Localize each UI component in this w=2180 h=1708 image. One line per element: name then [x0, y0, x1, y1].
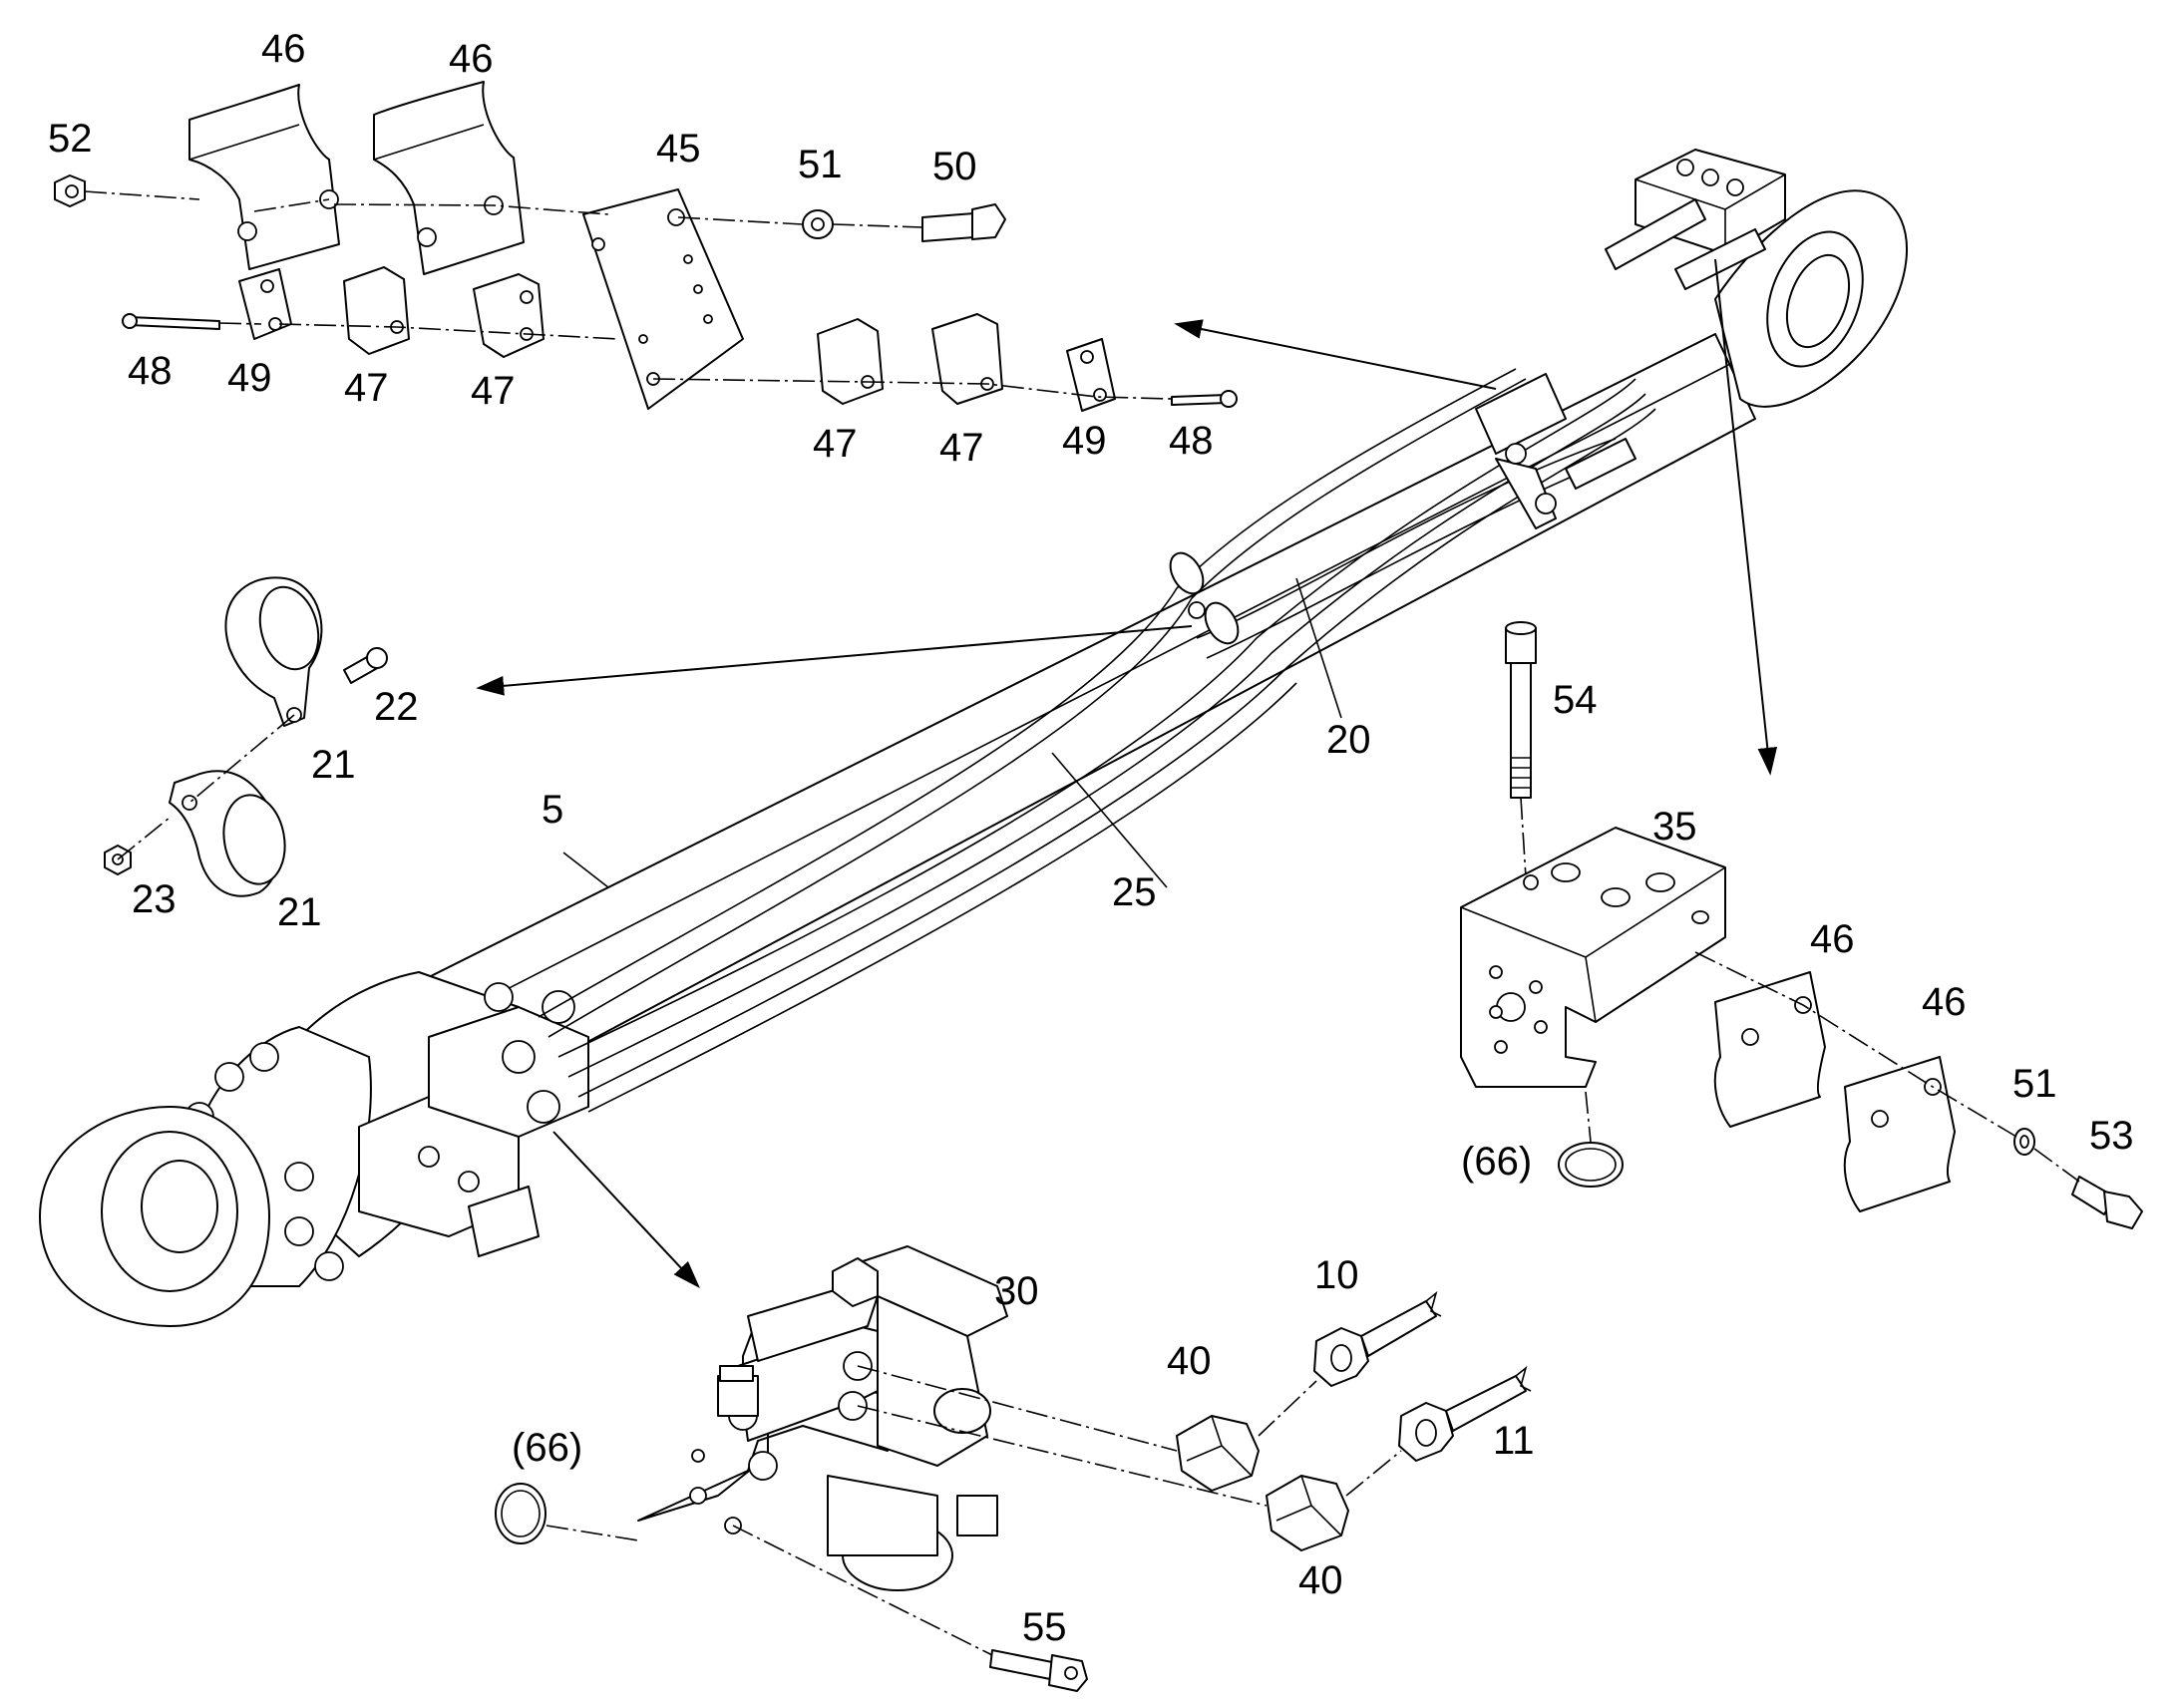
- callout-53: 53: [2089, 1114, 2134, 1158]
- hydraulic-cylinder-assembly: [39, 149, 1908, 1327]
- washer-51-top: [802, 209, 834, 239]
- hose-20: [557, 378, 1636, 1058]
- screw-48-right: [1171, 390, 1238, 408]
- nut-23: [104, 845, 132, 875]
- mounting-plate-45: [582, 188, 744, 410]
- o-ring-66-left: [495, 1483, 546, 1544]
- callout-40-upper: 40: [1167, 1339, 1212, 1383]
- o-ring-66-right: [1558, 1142, 1624, 1188]
- hose-clamp-group: [104, 576, 388, 897]
- callout-47-c: 47: [813, 422, 858, 466]
- cap-screw-55: [989, 1649, 1088, 1692]
- callout-21-upper: 21: [311, 743, 356, 787]
- screw-48-left: [122, 313, 220, 330]
- clamp-half-47-a: [343, 266, 410, 355]
- callout-labels: 46 46 52 45 51 50 48 49 47 47 47 47 49 4…: [48, 27, 2134, 1649]
- callout-48-left: 48: [128, 349, 173, 393]
- clamp-plate-49-right: [1066, 338, 1116, 412]
- fitting-11: [1398, 1365, 1532, 1462]
- callout-11: 11: [1493, 1419, 1535, 1463]
- callout-66-left: (66): [512, 1426, 582, 1470]
- callout-50: 50: [932, 145, 977, 188]
- clamp-plate-46-right: [373, 81, 525, 275]
- nut-52: [54, 174, 86, 207]
- callout-45: 45: [656, 127, 701, 171]
- cap-nut-40-lower: [1266, 1475, 1349, 1551]
- bolt-53: [2071, 1176, 2143, 1229]
- callout-40-lower: 40: [1298, 1558, 1343, 1602]
- bolt-50: [921, 203, 1006, 242]
- callout-51-top: 51: [798, 143, 843, 186]
- clamp-half-47-c: [817, 318, 884, 405]
- clamp-half-47-b: [473, 273, 545, 358]
- callout-30: 30: [994, 1269, 1039, 1313]
- callout-52: 52: [48, 117, 93, 161]
- callout-48-right: 48: [1169, 419, 1214, 463]
- cap-nut-40-upper: [1176, 1415, 1260, 1492]
- callout-23: 23: [132, 877, 177, 921]
- callout-25: 25: [1112, 870, 1157, 914]
- washer-51-right: [2013, 1128, 2035, 1156]
- callout-49-right: 49: [1062, 419, 1107, 463]
- callout-22: 22: [374, 685, 419, 729]
- valve-block-35-group: [1460, 621, 2143, 1229]
- callout-46-c: 46: [1810, 917, 1855, 961]
- callout-10: 10: [1314, 1253, 1359, 1297]
- callout-21-lower: 21: [277, 890, 322, 934]
- callout-20: 20: [1326, 718, 1371, 762]
- callout-46-a: 46: [261, 27, 306, 71]
- leader-lines: [562, 577, 1342, 888]
- callout-54: 54: [1553, 678, 1598, 722]
- valve-block-35: [1460, 827, 1726, 1088]
- hose-25: [538, 368, 1517, 1018]
- callout-46-b: 46: [449, 37, 494, 81]
- callout-51-right: 51: [2012, 1062, 2057, 1106]
- clamp-plate-46-lower-right: [1843, 1056, 1956, 1212]
- clamp-plate-exploded-group: [54, 81, 1238, 412]
- callout-5: 5: [542, 788, 563, 832]
- cap-screw-54: [1505, 621, 1537, 799]
- callout-47-a: 47: [344, 366, 389, 410]
- callout-66-right: (66): [1461, 1140, 1532, 1184]
- fitting-10: [1313, 1290, 1442, 1387]
- screw-22: [343, 647, 388, 684]
- callout-46-d: 46: [1922, 980, 1967, 1024]
- clamp-half-47-d: [931, 313, 1003, 405]
- detail-arrows: [476, 258, 1778, 1289]
- clamp-plate-46-left: [188, 84, 340, 270]
- clamp-plate-46-lower-left: [1713, 971, 1826, 1128]
- callout-35: 35: [1652, 805, 1697, 849]
- callout-47-b: 47: [471, 369, 516, 413]
- callout-55: 55: [1022, 1605, 1067, 1649]
- callout-49-left: 49: [227, 356, 272, 400]
- valve-30-group: [495, 1245, 1532, 1692]
- callout-47-d: 47: [939, 426, 984, 470]
